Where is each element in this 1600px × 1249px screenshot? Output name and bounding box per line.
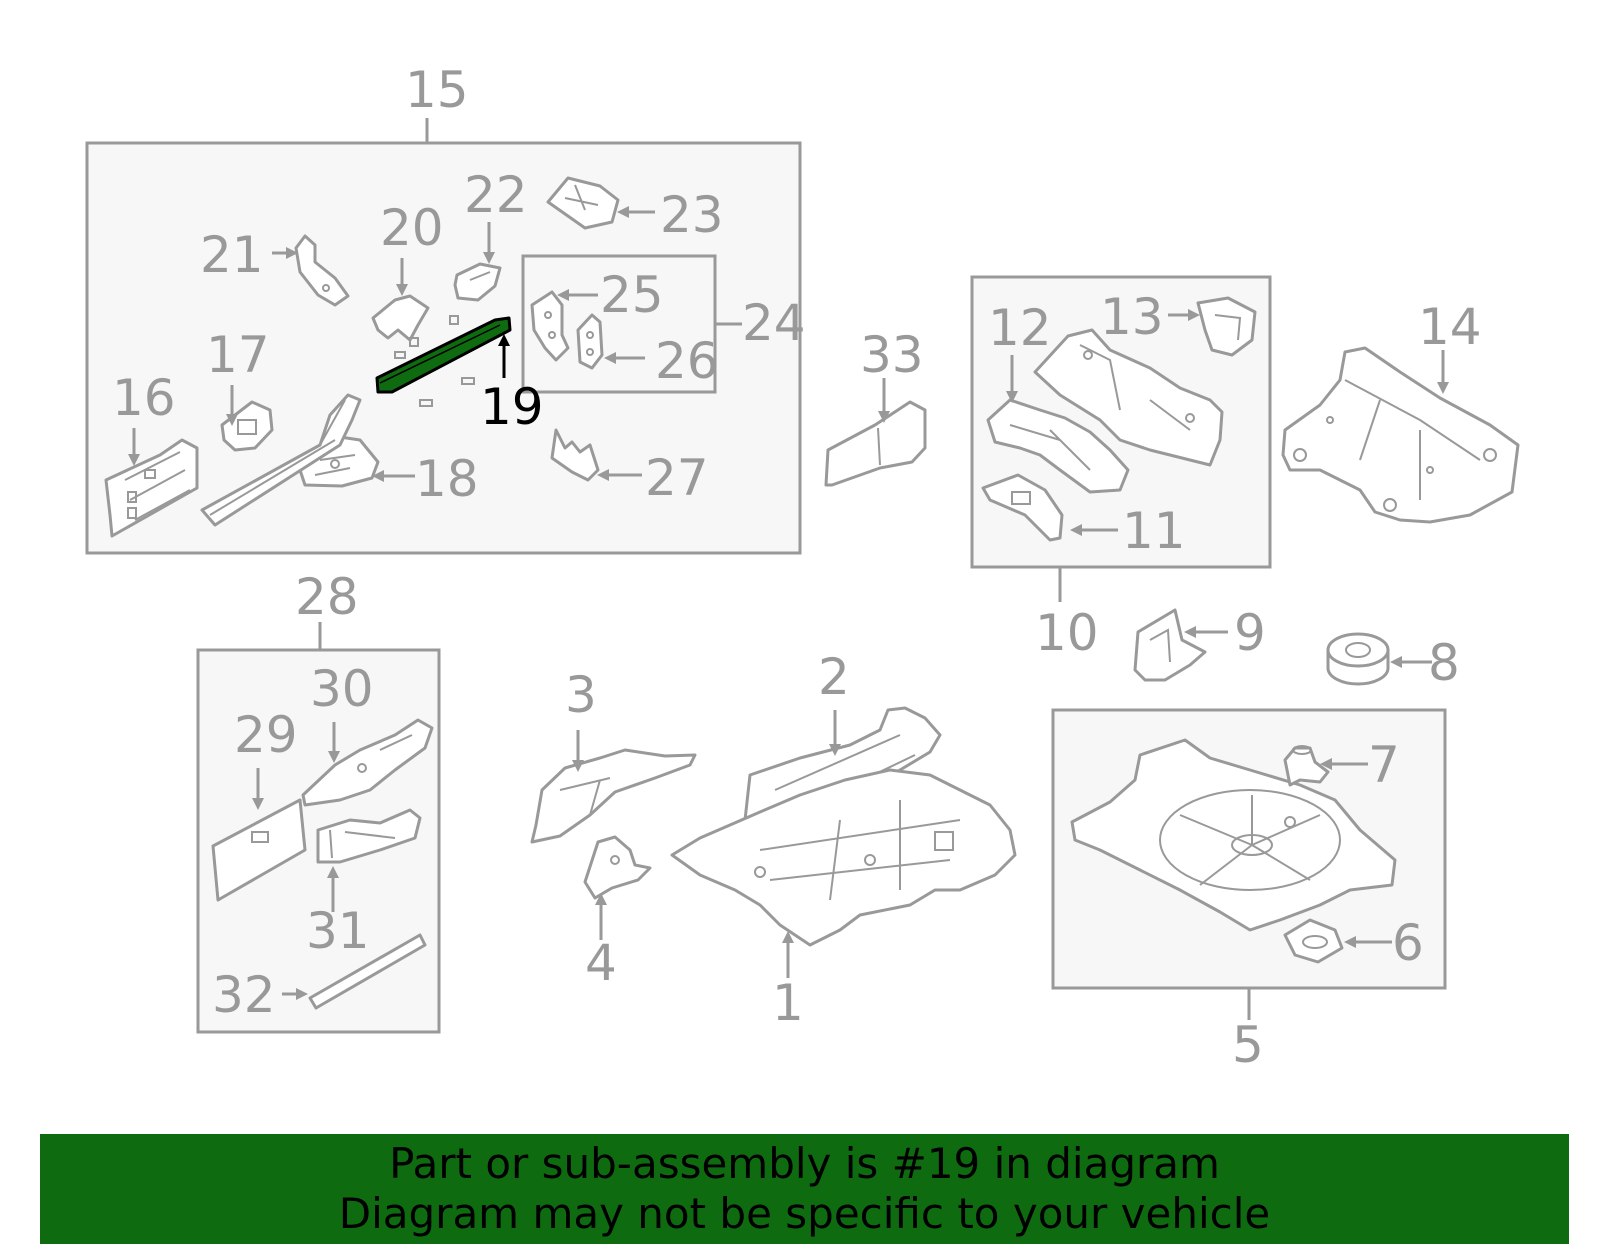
part-21-shape[interactable]: [294, 234, 350, 307]
part-32-shape[interactable]: [308, 933, 427, 1010]
callout-13: 13: [1100, 288, 1164, 346]
part-30-shape[interactable]: [301, 718, 434, 807]
callout-25: 25: [600, 266, 664, 324]
part-33-shape[interactable]: [824, 400, 927, 487]
callout-8: 8: [1428, 634, 1460, 692]
callout-5: 5: [1232, 1016, 1264, 1074]
part-31-shape[interactable]: [316, 808, 422, 864]
part-1-shape[interactable]: [670, 768, 1017, 947]
callout-26: 26: [655, 332, 719, 390]
callout-17: 17: [206, 326, 270, 384]
callout-16: 16: [112, 369, 176, 427]
callout-4: 4: [585, 934, 617, 992]
part-9-shape[interactable]: [1133, 608, 1207, 682]
callout-33: 33: [860, 326, 924, 384]
callout-10: 10: [1035, 604, 1099, 662]
callout-3: 3: [565, 666, 597, 724]
callout-30: 30: [310, 660, 374, 718]
banner-line-2: Diagram may not be specific to your vehi…: [338, 1189, 1271, 1238]
part-13-shape[interactable]: [1196, 296, 1257, 357]
callout-19: 19: [480, 378, 544, 436]
part-22-shape[interactable]: [453, 262, 502, 302]
part-14-shape[interactable]: [1281, 346, 1520, 524]
part-4-shape[interactable]: [583, 835, 652, 900]
callout-18: 18: [415, 450, 479, 508]
part-11-shape[interactable]: [981, 473, 1064, 542]
part-27-shape[interactable]: [550, 428, 600, 482]
plate-c: [419, 399, 433, 407]
info-banner: Part or sub-assembly is #19 in diagram D…: [40, 1134, 1569, 1244]
part-19-shape[interactable]: [375, 316, 512, 394]
callout-24: 24: [742, 294, 806, 352]
callout-23: 23: [660, 186, 724, 244]
part-5-shape[interactable]: [1070, 738, 1397, 932]
part-23-shape[interactable]: [546, 176, 620, 230]
part-6-shape[interactable]: [1283, 918, 1344, 964]
callout-28: 28: [295, 568, 359, 626]
part-12-shape[interactable]: [986, 398, 1130, 494]
part-25-shape[interactable]: [530, 290, 570, 362]
callout-14: 14: [1418, 298, 1482, 356]
callout-15: 15: [405, 61, 469, 119]
callout-29: 29: [234, 706, 298, 764]
callout-22: 22: [464, 166, 528, 224]
callout-1: 1: [772, 974, 804, 1032]
callout-7: 7: [1368, 736, 1400, 794]
part-3-shape[interactable]: [530, 748, 697, 844]
part-29-shape[interactable]: [211, 798, 307, 902]
part-26-shape[interactable]: [576, 313, 604, 370]
part-17-shape[interactable]: [220, 400, 274, 452]
part-8-shape[interactable]: [1326, 632, 1390, 686]
callout-2: 2: [818, 648, 850, 706]
callout-32: 32: [212, 966, 276, 1024]
part-rail-shape[interactable]: [200, 393, 362, 527]
callout-6: 6: [1392, 914, 1424, 972]
plate-e: [394, 351, 406, 359]
callout-31: 31: [306, 902, 370, 960]
callout-12: 12: [988, 299, 1052, 357]
part-7-shape[interactable]: [1283, 745, 1330, 787]
part-16-shape[interactable]: [104, 438, 199, 538]
plate-a: [409, 337, 419, 347]
banner-line-1: Part or sub-assembly is #19 in diagram: [389, 1139, 1220, 1188]
callout-20: 20: [380, 199, 444, 257]
plate-d: [461, 377, 475, 385]
plate-b: [449, 315, 459, 325]
callout-27: 27: [645, 449, 709, 507]
part-20-shape[interactable]: [371, 294, 430, 342]
callout-9: 9: [1234, 604, 1266, 662]
callout-11: 11: [1122, 502, 1186, 560]
part-10-main-shape[interactable]: [1033, 328, 1224, 467]
callout-21: 21: [200, 226, 264, 284]
